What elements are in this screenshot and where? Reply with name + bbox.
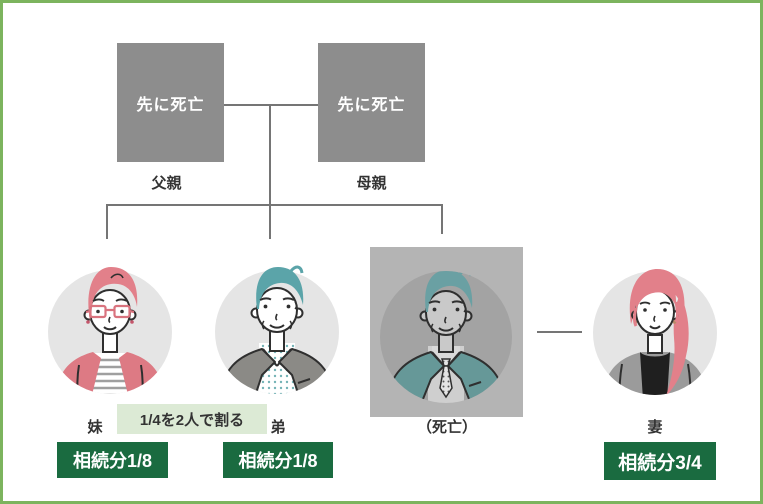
wife-label: 妻 <box>647 419 663 436</box>
father-status-text: 先に死亡 <box>136 96 205 114</box>
deceased-drop-line <box>441 204 443 234</box>
deceased-avatar <box>370 247 523 417</box>
sister-illustration <box>48 267 172 394</box>
brother-label: 弟 <box>270 419 286 436</box>
mother-label: 母親 <box>356 175 387 192</box>
sister-label: 妹 <box>87 419 103 436</box>
deceased-label: （死亡） <box>416 419 477 436</box>
sister-avatar <box>45 259 175 399</box>
brother-illustration <box>215 265 339 394</box>
deceased-illustration <box>380 271 512 403</box>
children-connector-line <box>106 204 443 206</box>
note-box: 1/4を2人で割る <box>117 404 267 434</box>
father-status-box: 先に死亡 <box>117 43 224 162</box>
brother-share-badge: 相続分1/8 <box>223 442 333 478</box>
parents-connector-line <box>224 104 318 106</box>
parents-descent-line <box>269 104 271 239</box>
spouse-connector-line <box>537 331 582 333</box>
wife-illustration <box>593 269 717 395</box>
sister-drop-line <box>106 204 108 239</box>
wife-share-badge: 相続分3/4 <box>604 442 716 480</box>
mother-status-text: 先に死亡 <box>337 96 406 114</box>
father-label: 父親 <box>151 175 182 192</box>
mother-status-box: 先に死亡 <box>318 43 425 162</box>
brother-avatar <box>212 259 342 399</box>
sister-share-badge: 相続分1/8 <box>57 442 168 478</box>
wife-avatar <box>590 260 720 400</box>
